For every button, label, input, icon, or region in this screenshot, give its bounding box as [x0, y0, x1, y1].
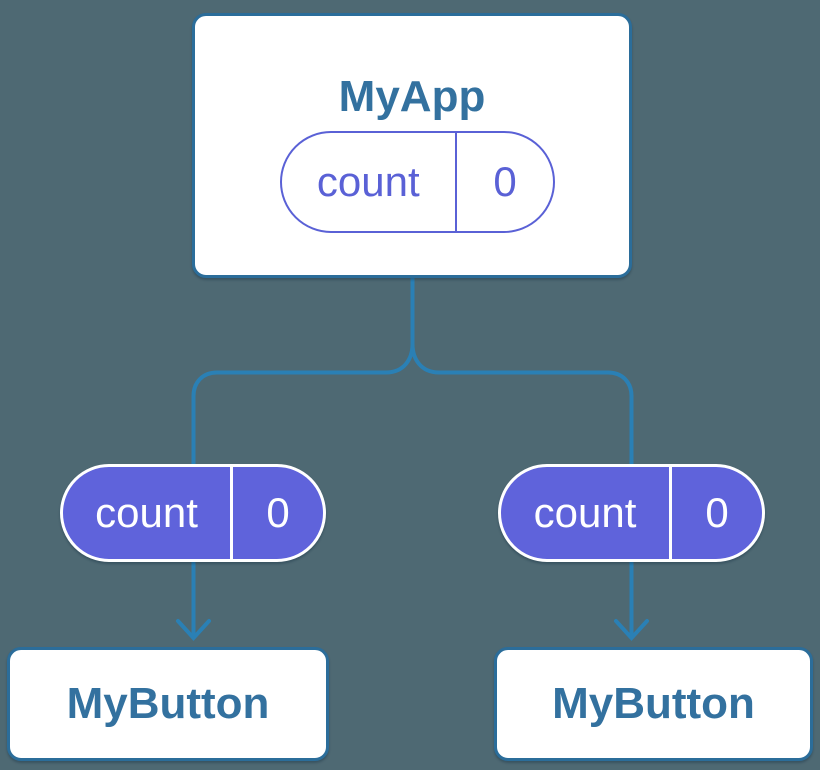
- prop-pill-right: count 0: [498, 464, 765, 562]
- node-myapp: MyApp count 0: [192, 13, 632, 278]
- prop-pill-left-key: count: [95, 489, 198, 536]
- prop-pill-right-key: count: [533, 489, 637, 536]
- prop-pill-left-divider: [230, 467, 233, 559]
- node-mybutton-left: MyButton: [7, 647, 329, 761]
- prop-pill-left-value: 0: [266, 489, 290, 536]
- node-mybutton-left-label: MyButton: [66, 679, 270, 728]
- node-mybutton-right: MyButton: [494, 647, 813, 761]
- state-pill-divider: [454, 133, 457, 231]
- arrowhead-down-right-icon: [614, 619, 649, 641]
- node-myapp-label: MyApp: [338, 72, 486, 121]
- prop-pill-right-value: 0: [705, 489, 729, 536]
- prop-pill-right-divider: [669, 467, 672, 559]
- state-pill-key: count: [316, 158, 420, 205]
- state-pill-myapp: count 0: [280, 131, 555, 233]
- connector-left-line: [191, 276, 415, 636]
- state-pill-value: 0: [493, 158, 517, 205]
- arrowhead-down-left-icon: [176, 619, 211, 641]
- prop-pill-left: count 0: [60, 464, 326, 562]
- connector-right-line: [410, 276, 634, 636]
- node-mybutton-right-label: MyButton: [552, 679, 755, 728]
